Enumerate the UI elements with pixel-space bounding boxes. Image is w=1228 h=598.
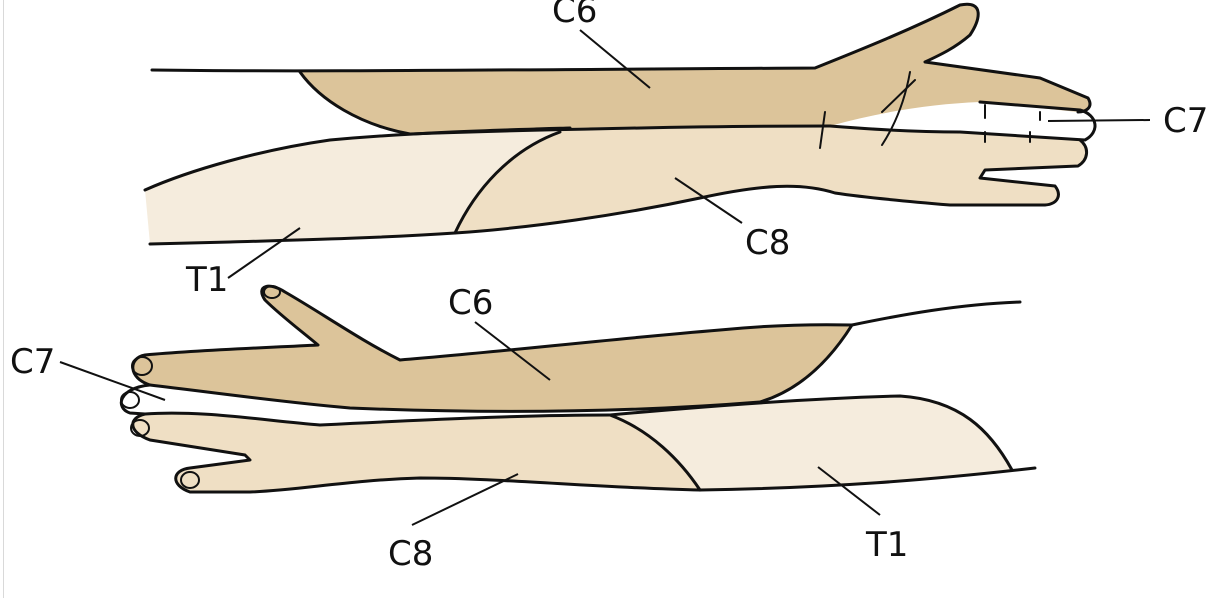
bottom-label-c7: C7 [10, 342, 55, 382]
bottom-arm: C6 C7 C8 T1 [10, 283, 1037, 574]
bottom-arm-outline-c6-lower [148, 323, 854, 413]
top-arm-outline-lower [143, 126, 572, 192]
top-label-t1: T1 [185, 260, 228, 300]
bottom-t1-region [610, 396, 1012, 490]
bottom-c8-region [132, 413, 700, 492]
bottom-nail-3 [130, 419, 150, 437]
left-border [3, 0, 4, 598]
bottom-arm-outline-wrist [143, 411, 612, 427]
bottom-label-c8: C8 [388, 534, 433, 574]
bottom-c6-leader [474, 321, 551, 381]
top-c8-leader [674, 177, 743, 224]
bottom-label-c6: C6 [448, 283, 493, 323]
bottom-label-t1: T1 [865, 525, 908, 565]
bottom-nail-2 [120, 391, 140, 409]
top-arm: C6 C7 C8 T1 [143, 0, 1208, 300]
bottom-nail-1 [131, 356, 153, 376]
bottom-arm-outline-upper [131, 284, 1022, 387]
top-t1-leader [227, 227, 301, 279]
top-label-c6: C6 [552, 0, 597, 31]
bottom-c7-leader [59, 361, 166, 401]
bottom-nail-4 [180, 471, 200, 489]
top-c7-region [830, 102, 1096, 140]
top-c7-leader [1047, 119, 1151, 122]
bottom-c7-region [120, 385, 350, 425]
top-c8-region [455, 126, 1087, 233]
bottom-arm-outline-lower [131, 412, 1037, 494]
bottom-nail-thumb [263, 285, 281, 299]
top-label-c8: C8 [745, 223, 790, 263]
top-thumb-base [881, 79, 916, 113]
bottom-t1-leader [817, 466, 881, 516]
top-c6-leader [579, 29, 651, 89]
bottom-c8-t1-border [608, 413, 702, 492]
top-t1-c8-border [453, 130, 562, 235]
bottom-c8-leader [411, 473, 519, 526]
bottom-c6-region [132, 286, 852, 412]
top-label-c7: C7 [1163, 101, 1208, 141]
top-arm-outline-upper [150, 2, 1092, 114]
top-arm-outline-ring-fingers [148, 138, 1088, 246]
top-wrist-crease [819, 111, 826, 149]
bottom-arm-outline-t1-upper [608, 394, 1014, 472]
top-thumb-crease [881, 71, 911, 146]
top-arm-outline-middle-finger [828, 100, 1097, 142]
